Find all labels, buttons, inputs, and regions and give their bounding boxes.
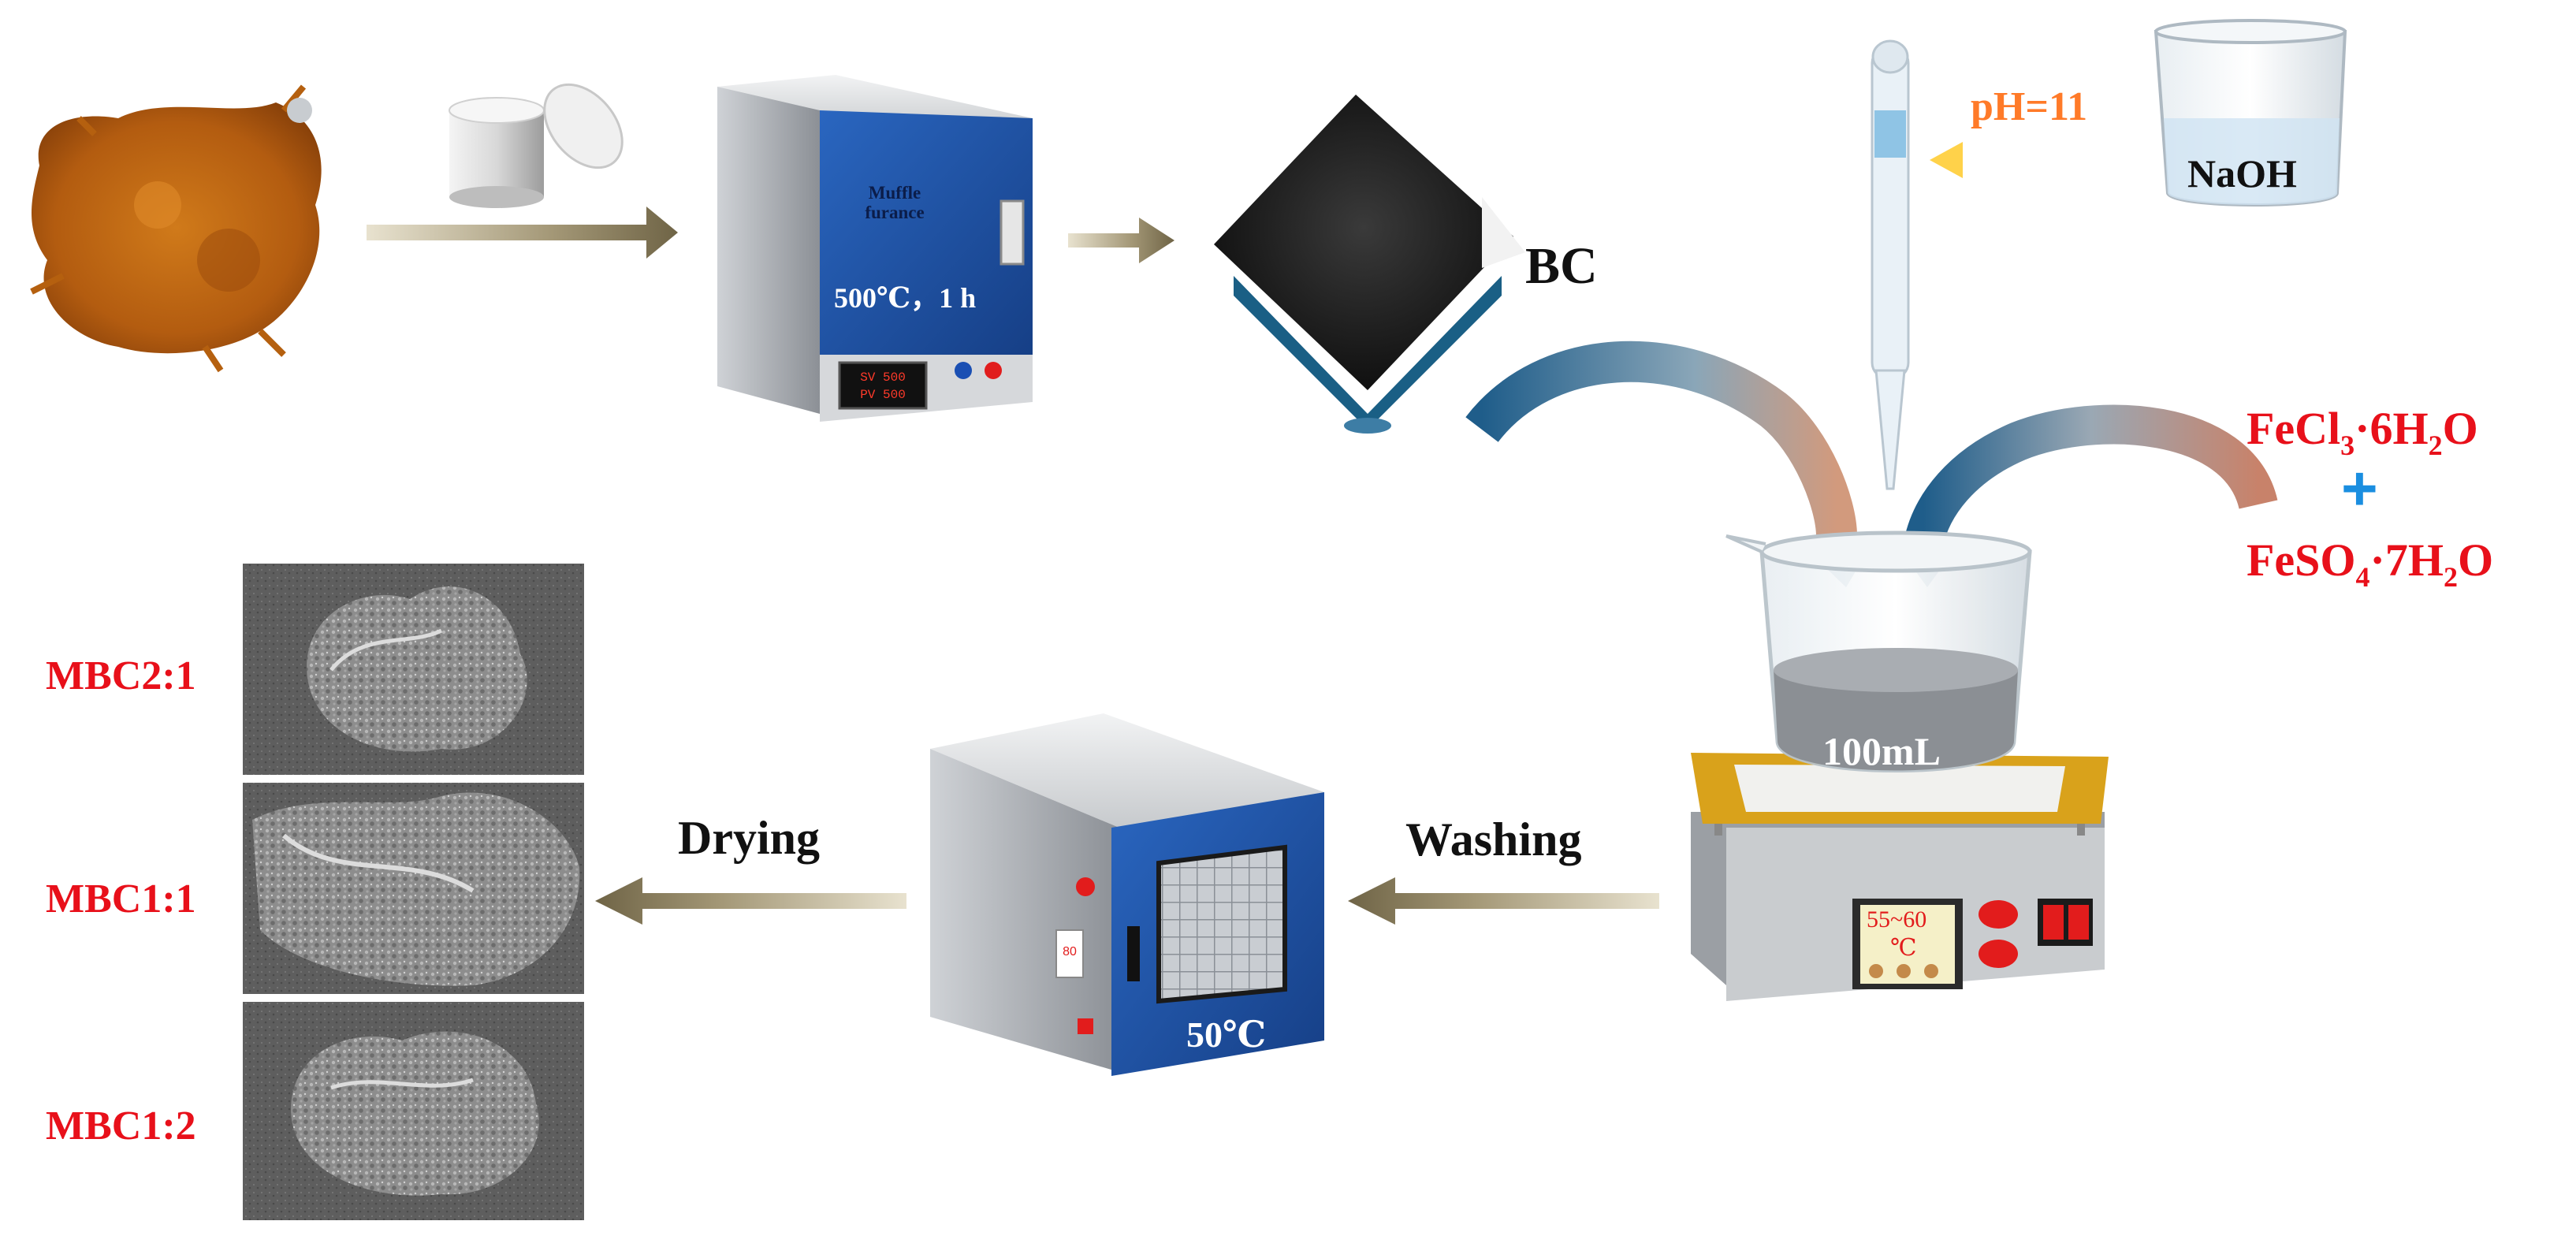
fecl3-end: O bbox=[2442, 403, 2478, 454]
sample-label-mbc1-2: MBC1:2 bbox=[46, 1104, 196, 1148]
biochar-label: BC bbox=[1525, 237, 1598, 295]
fecl3-sub2: 2 bbox=[2428, 429, 2443, 461]
raw-powder-icon bbox=[30, 84, 322, 373]
naoh-beaker-icon bbox=[2153, 19, 2347, 207]
sem-image-mbc1-2 bbox=[243, 1002, 584, 1220]
fecl3-label: FeCl3·6H2O bbox=[2247, 403, 2478, 460]
sem-image-mbc1-1 bbox=[243, 783, 584, 994]
flow-arrow-to-biochar bbox=[1068, 218, 1174, 263]
fecl3-sub: 3 bbox=[2340, 429, 2355, 461]
ph-dashed-arrow bbox=[1930, 142, 2144, 178]
drying-oven bbox=[930, 713, 1324, 1076]
crucible-icon bbox=[449, 83, 624, 208]
volume-label: 100mL bbox=[1822, 729, 1941, 773]
ph-label: pH=11 bbox=[1971, 84, 2088, 129]
hotplate-temp-line2: ℃ bbox=[1890, 935, 1917, 961]
furnace-label: Muffle furance bbox=[851, 183, 938, 223]
reaction-beaker bbox=[1725, 530, 2032, 772]
hotplate-stirrer bbox=[1691, 753, 2109, 1001]
biochar-pile-icon bbox=[1214, 95, 1525, 434]
feso4-sub: 4 bbox=[2355, 560, 2370, 593]
flow-arrow-to-furnace bbox=[367, 207, 678, 259]
drying-label: Drying bbox=[678, 812, 820, 864]
fecl3-rest: ·6H bbox=[2355, 403, 2429, 454]
fecl3-main: FeCl bbox=[2247, 403, 2341, 454]
furnace-condition: 500℃，1 h bbox=[834, 282, 977, 314]
oven-temp-label: 50℃ bbox=[1186, 1014, 1267, 1055]
plus-sign: + bbox=[2341, 453, 2378, 523]
feso4-rest: ·7H bbox=[2369, 534, 2444, 586]
hotplate-temp-line1: 55~60 bbox=[1867, 906, 1927, 932]
feso4-main: FeSO bbox=[2247, 534, 2356, 586]
naoh-label: NaOH bbox=[2187, 151, 2297, 195]
dropper-pipette-icon bbox=[1871, 39, 1910, 490]
feso4-end: O bbox=[2457, 534, 2494, 586]
flow-arrow-washing bbox=[1348, 877, 1659, 925]
furnace-label-line2: furance bbox=[865, 203, 925, 223]
feso4-label: FeSO4·7H2O bbox=[2247, 538, 2493, 591]
oven-display: 80 bbox=[1063, 945, 1077, 959]
furnace-display-pv: PV 500 bbox=[860, 388, 906, 402]
flow-arrow-drying bbox=[595, 877, 906, 925]
washing-label: Washing bbox=[1405, 813, 1582, 865]
sample-label-mbc1-1: MBC1:1 bbox=[46, 877, 196, 921]
muffle-furnace bbox=[717, 75, 1033, 422]
feso4-sub2: 2 bbox=[2444, 560, 2458, 593]
sem-image-mbc2-1 bbox=[243, 564, 584, 775]
furnace-label-line1: Muffle bbox=[868, 183, 921, 203]
sample-label-mbc2-1: MBC2:1 bbox=[46, 653, 196, 698]
furnace-display-sv: SV 500 bbox=[860, 370, 906, 385]
